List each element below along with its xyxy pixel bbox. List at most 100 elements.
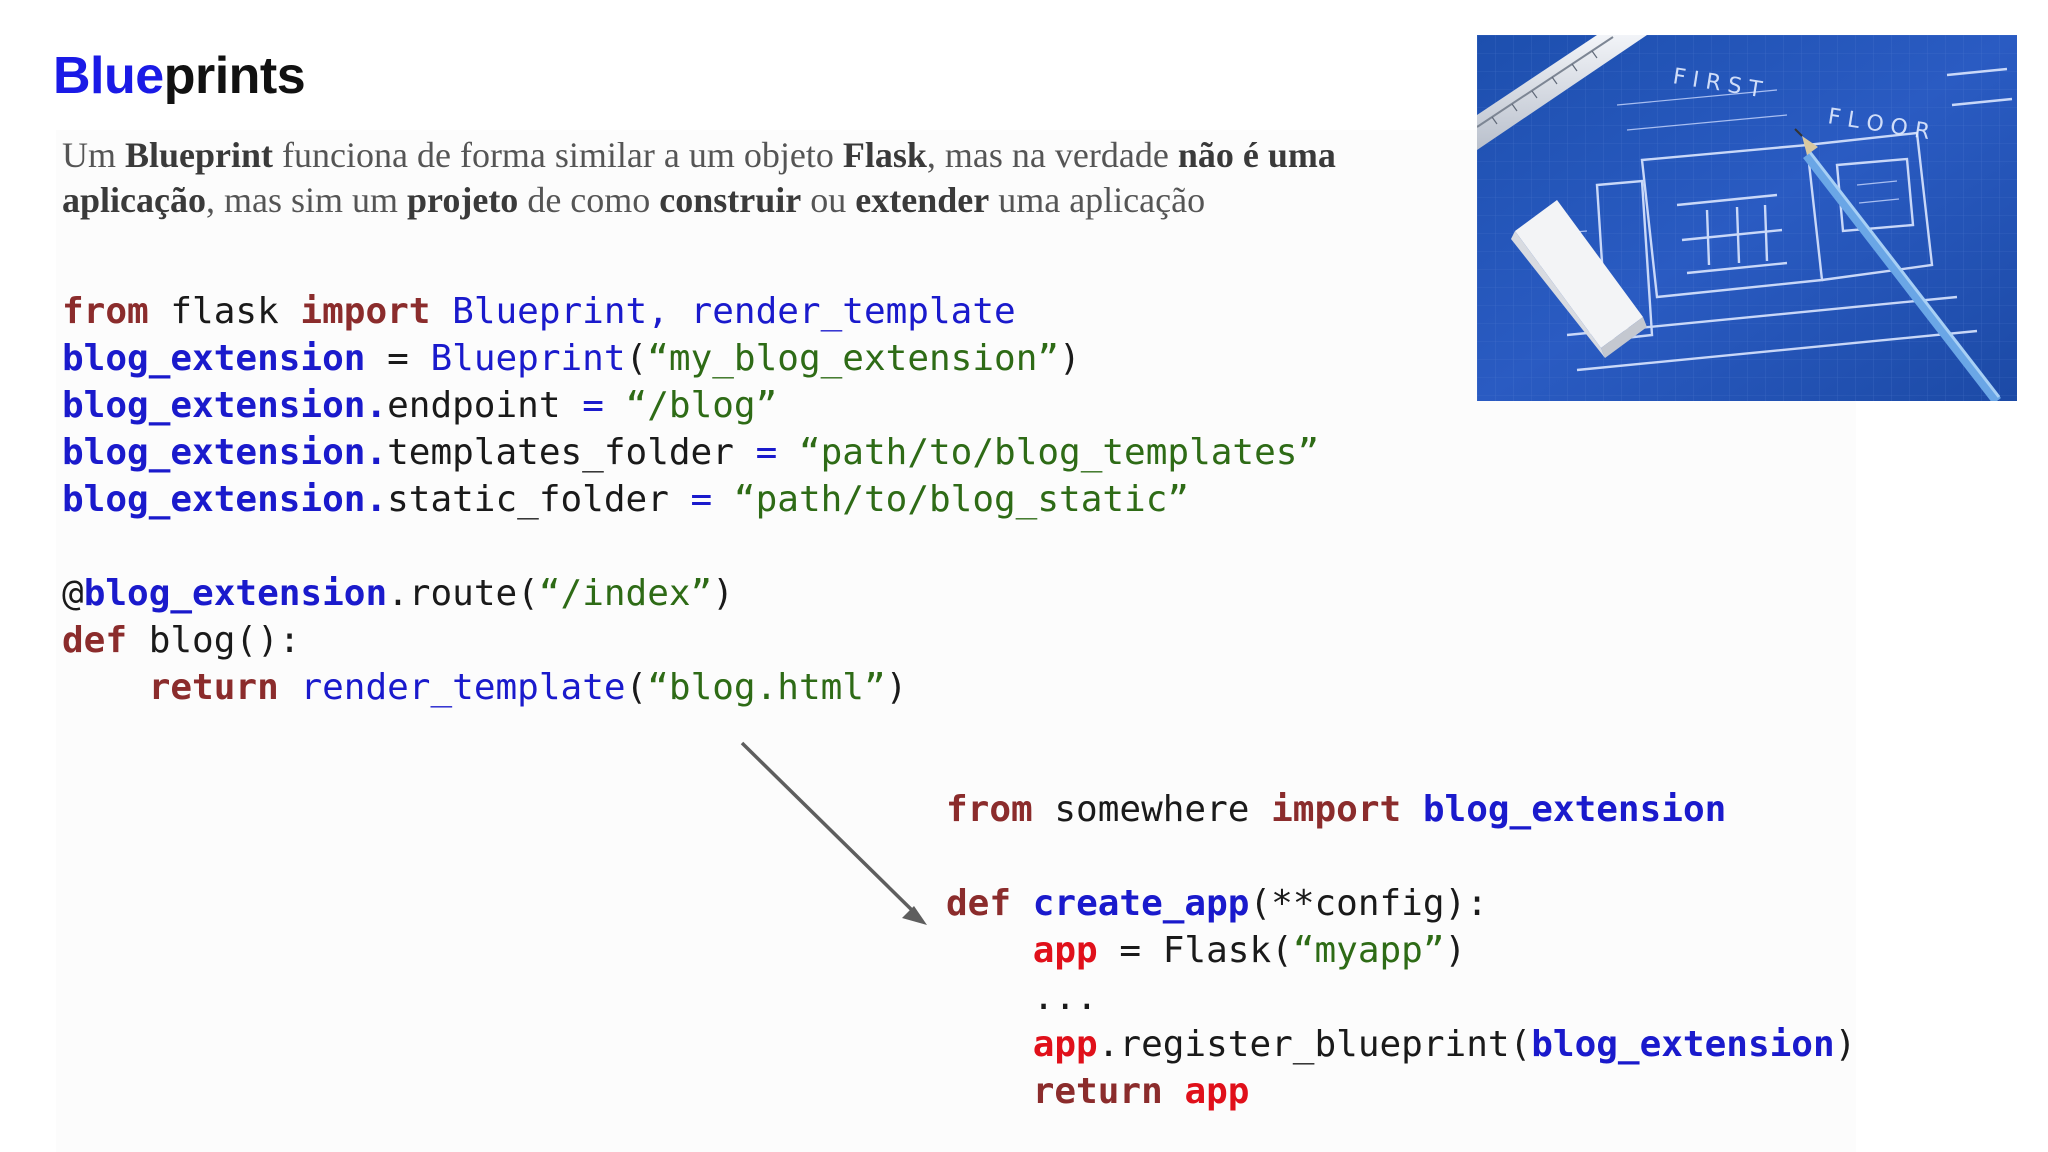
code-line: blog_extension = Blueprint(“my_blog_exte… <box>62 335 1319 382</box>
intro-text: Um <box>62 135 125 175</box>
code-token: “path/to/blog_static” <box>733 479 1190 520</box>
code-token: = <box>582 385 604 426</box>
intro-paragraph: Um Blueprint funciona de forma similar a… <box>62 133 1432 223</box>
code-token: blog_extension. <box>62 385 388 426</box>
code-token: (**config): <box>1249 883 1488 924</box>
code-line: def blog(): <box>62 617 1319 664</box>
code-token: def <box>62 620 128 661</box>
code-token <box>946 1024 1033 1065</box>
slide-title-rest: prints <box>163 47 306 105</box>
code-token <box>1401 789 1423 830</box>
intro-bold-term: Flask <box>842 135 927 175</box>
code-token: app <box>1032 1024 1098 1065</box>
code-line: return render_template(“blog.html”) <box>62 664 1319 711</box>
code-token: templates_folder <box>387 432 756 473</box>
code-token: ) <box>712 573 734 614</box>
code-token: blog_extension <box>1422 789 1727 830</box>
code-token: = <box>755 432 778 473</box>
code-token: ) <box>1444 930 1467 971</box>
slide-title: Blueprints <box>53 46 306 106</box>
code-line: ... <box>946 974 1856 1021</box>
code-token <box>62 667 149 708</box>
code-token: Blueprint, render_template <box>430 291 1016 332</box>
code-token: “my_blog_extension” <box>647 338 1060 379</box>
code-token: blog_extension <box>1531 1024 1835 1065</box>
code-line: blog_extension.templates_folder = “path/… <box>62 429 1319 476</box>
code-token: flask <box>148 291 301 332</box>
code-token <box>604 385 626 426</box>
intro-text: de como <box>518 180 660 220</box>
code-token: blog_extension <box>83 573 388 614</box>
code-token: ... <box>946 977 1098 1018</box>
code-token: endpoint <box>387 385 583 426</box>
code-token: Blueprint <box>430 338 626 379</box>
code-token: ) <box>1834 1024 1857 1065</box>
code-line: blog_extension.endpoint = “/blog” <box>62 382 1319 429</box>
code-token: “myapp” <box>1292 930 1445 971</box>
code-line <box>946 833 1856 880</box>
intro-bold-term: construir <box>659 180 802 220</box>
code-token: .register_blueprint( <box>1097 1024 1532 1065</box>
intro-text: , mas sim um <box>205 180 407 220</box>
code-token: import <box>300 291 431 332</box>
code-token: = Flask( <box>1097 930 1293 971</box>
code-token: “/index” <box>538 573 713 614</box>
code-token: blog_extension. <box>62 432 388 473</box>
code-token: render_template <box>300 667 626 708</box>
code-line: blog_extension.static_folder = “path/to/… <box>62 476 1319 523</box>
code-token: @ <box>62 573 84 614</box>
code-token: ( <box>625 338 648 379</box>
intro-text: uma aplicação <box>989 180 1206 220</box>
code-block-blueprint: from flask import Blueprint, render_temp… <box>62 288 1319 711</box>
code-line: @blog_extension.route(“/index”) <box>62 570 1319 617</box>
intro-bold-term: extender <box>855 180 990 220</box>
code-token: somewhere <box>1032 789 1272 830</box>
code-token: return <box>1032 1071 1163 1112</box>
code-token: = <box>365 338 431 379</box>
code-token: from <box>62 291 149 332</box>
intro-text: , mas na verdade <box>926 135 1178 175</box>
code-token: def <box>946 883 1012 924</box>
code-token <box>1011 883 1033 924</box>
code-token: ) <box>885 667 908 708</box>
code-token: from <box>946 789 1033 830</box>
code-line: from somewhere import blog_extension <box>946 786 1856 833</box>
code-token: app <box>1032 930 1098 971</box>
intro-bold-term: não é uma aplicação <box>62 135 1336 220</box>
intro-bold-term: projeto <box>407 180 519 220</box>
code-token: ( <box>625 667 648 708</box>
code-token: “path/to/blog_templates” <box>798 432 1320 473</box>
code-token <box>279 667 301 708</box>
code-token: create_app <box>1032 883 1250 924</box>
code-line: def create_app(**config): <box>946 880 1856 927</box>
code-line <box>62 523 1319 570</box>
code-token: return <box>148 667 279 708</box>
code-token: “blog.html” <box>647 667 886 708</box>
code-token: import <box>1271 789 1402 830</box>
code-token: app <box>1184 1071 1250 1112</box>
intro-bold-term: Blueprint <box>125 135 274 175</box>
slide-title-highlight: Blue <box>53 47 164 105</box>
intro-text: funciona de forma similar a um objeto <box>273 135 843 175</box>
code-token: static_folder <box>387 479 691 520</box>
code-line: from flask import Blueprint, render_temp… <box>62 288 1319 335</box>
code-line: return app <box>946 1068 1856 1115</box>
blueprint-photo-icon: F I R S T F L O O R <box>1477 35 2017 401</box>
intro-text: ou <box>801 180 856 220</box>
arrow-icon <box>740 741 927 925</box>
code-line: app = Flask(“myapp”) <box>946 927 1856 974</box>
code-token: “/blog” <box>625 385 778 426</box>
code-token: blog_extension. <box>62 479 388 520</box>
code-token <box>946 930 1033 971</box>
code-token <box>1163 1071 1185 1112</box>
code-token <box>946 1071 1033 1112</box>
code-token: ) <box>1059 338 1081 379</box>
code-line: app.register_blueprint(blog_extension) <box>946 1021 1857 1068</box>
code-token <box>777 432 799 473</box>
code-token <box>712 479 734 520</box>
code-token: .route( <box>387 573 539 614</box>
code-token: blog_extension <box>62 338 366 379</box>
code-token: blog(): <box>127 620 301 661</box>
